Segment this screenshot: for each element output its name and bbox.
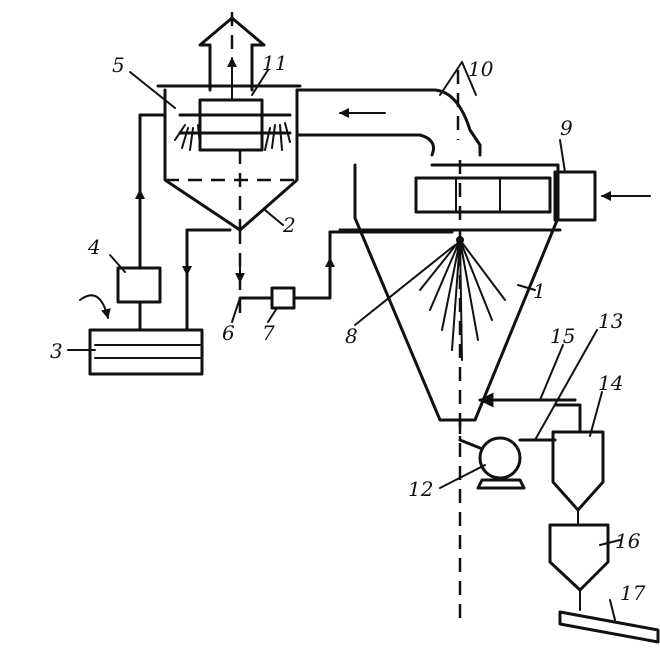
- label-11: 11: [262, 51, 287, 75]
- scrubber-vessel: [156, 84, 302, 232]
- callout-labels: 1 2 3 4 5 6 7 8 9 10 11 12 13 14 15 16 1…: [50, 51, 646, 605]
- label-15: 15: [550, 324, 575, 348]
- label-17: 17: [620, 581, 646, 605]
- recycle-circuit: [79, 113, 232, 376]
- label-10: 10: [468, 57, 494, 81]
- exhaust-stack: [198, 12, 266, 101]
- leader-lines: [67, 69, 621, 621]
- label-8: 8: [345, 324, 358, 348]
- spray-dryer: [338, 160, 651, 440]
- collection-section: [458, 392, 660, 644]
- label-4: 4: [87, 235, 101, 259]
- label-3: 3: [50, 339, 63, 363]
- feed-line: [235, 230, 454, 320]
- gas-duct: [295, 61, 482, 157]
- label-2: 2: [282, 213, 296, 237]
- label-5: 5: [112, 53, 125, 77]
- label-6: 6: [222, 321, 235, 345]
- label-14: 14: [598, 371, 623, 395]
- label-16: 16: [615, 529, 641, 553]
- label-12: 12: [408, 477, 433, 501]
- label-9: 9: [560, 116, 573, 140]
- label-13: 13: [598, 309, 623, 333]
- label-7: 7: [262, 321, 275, 345]
- label-1: 1: [533, 279, 546, 303]
